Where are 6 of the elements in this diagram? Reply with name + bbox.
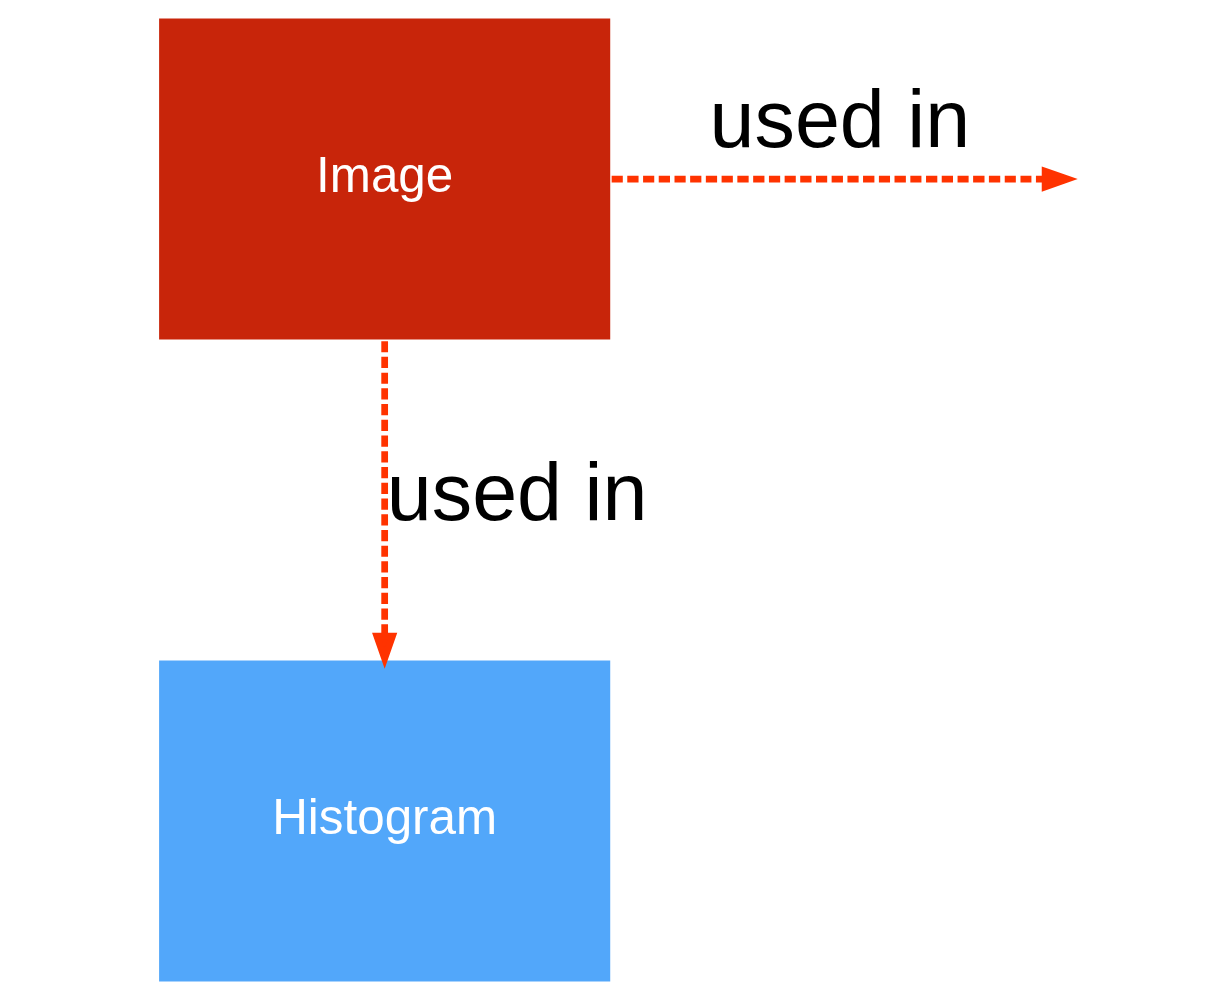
arrow	[611, 166, 1078, 192]
node-box: Image	[156, 16, 613, 342]
edge-label: used in	[709, 74, 971, 165]
node-box: Histogram	[156, 658, 613, 984]
edge-label: used in	[386, 446, 648, 537]
arrow	[372, 341, 398, 669]
